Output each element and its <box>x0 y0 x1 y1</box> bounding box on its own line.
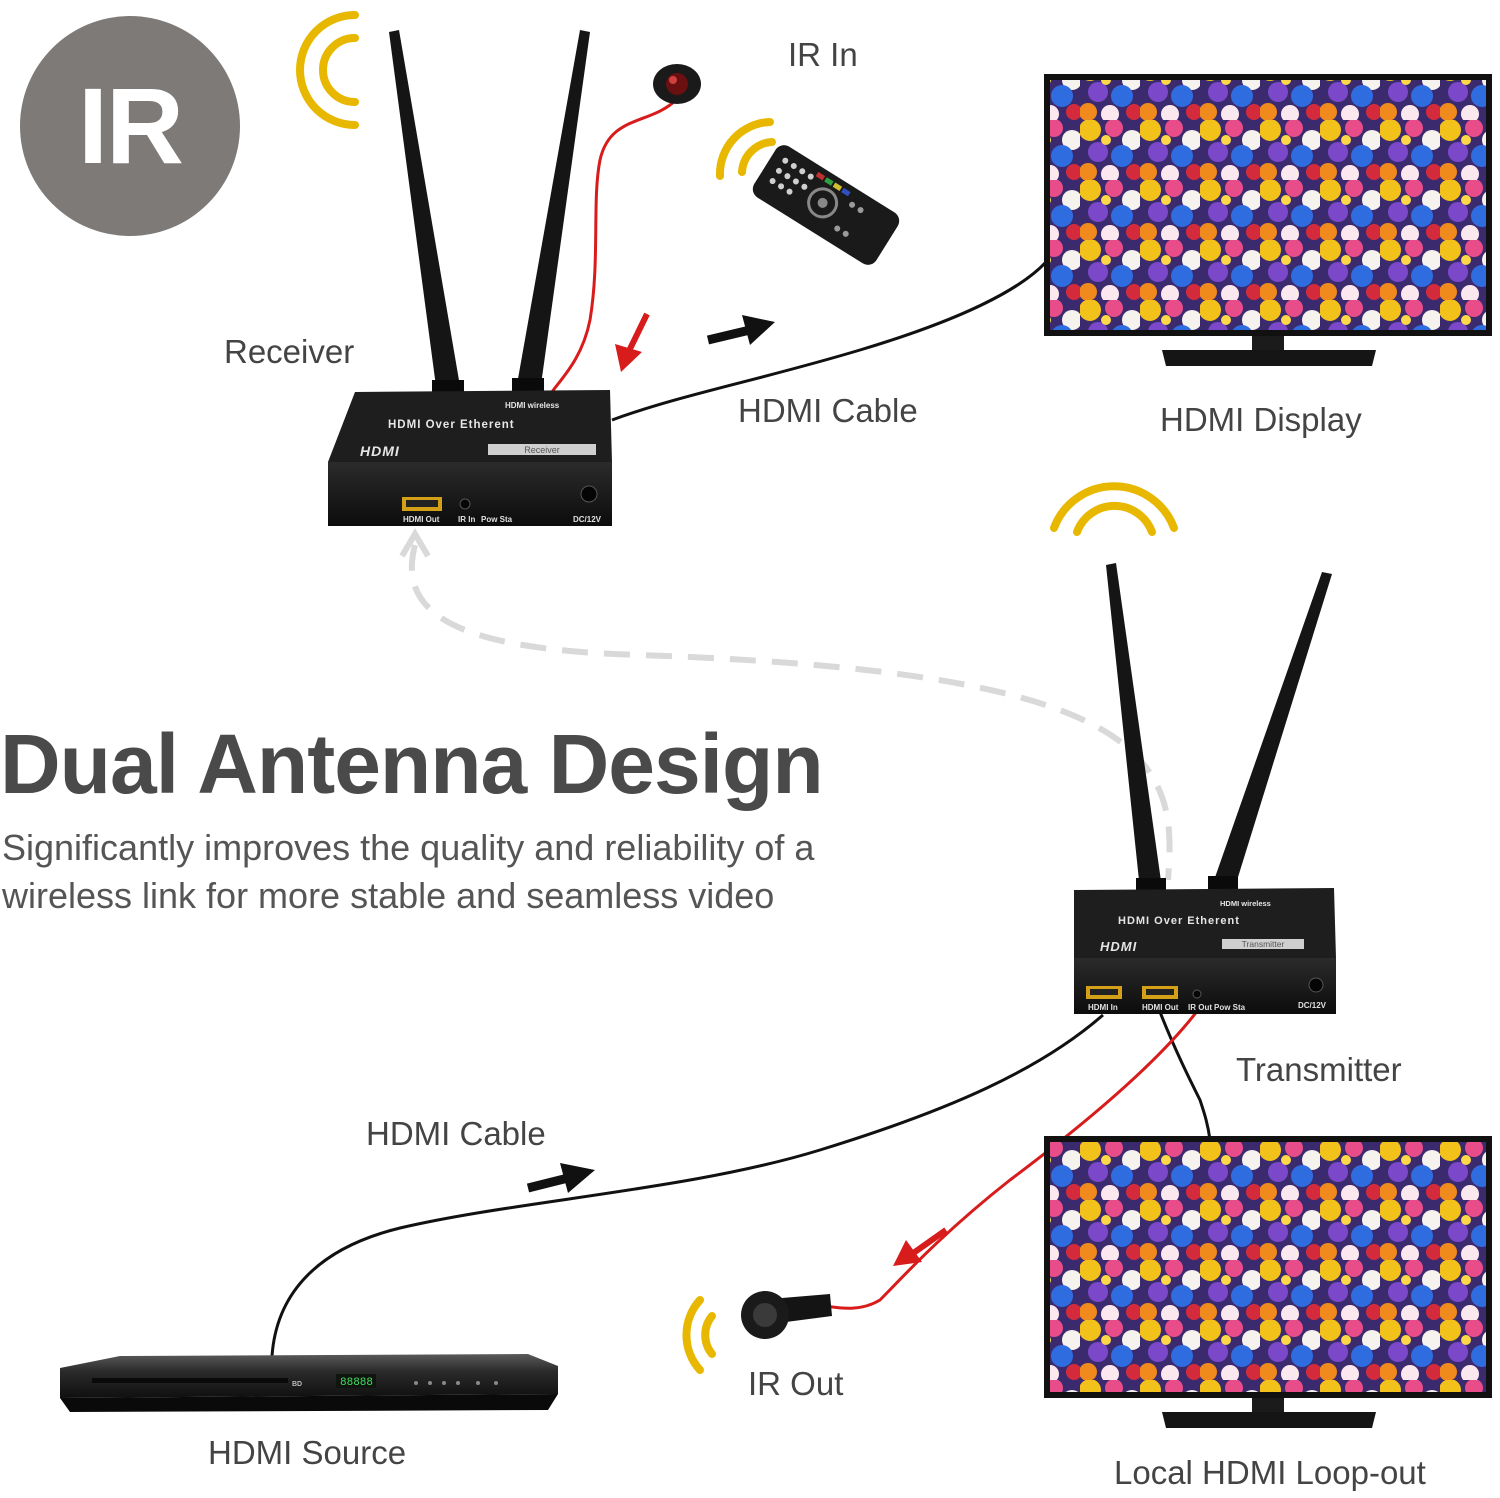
label-ir-out: IR Out <box>748 1365 844 1402</box>
arrow-icon <box>706 315 775 345</box>
svg-text:BD: BD <box>292 1381 302 1388</box>
receiver-port-pow-sta: Pow Sta <box>481 515 513 524</box>
label-hdmi-display: HDMI Display <box>1160 401 1362 438</box>
wireless-link-path <box>408 544 1173 881</box>
hdmi-logo: HDMI <box>1100 939 1137 954</box>
transmitter-box: HDMI wireless HDMI Over Etherent HDMI Tr… <box>1074 888 1336 1014</box>
transmitter-title: HDMI Over Etherent <box>1118 915 1240 927</box>
ir-cable-out <box>824 1009 1200 1310</box>
headline-subtitle: Significantly improves the quality and r… <box>2 827 815 916</box>
transmitter-port-pow-sta: Pow Sta <box>1214 1003 1246 1012</box>
ir-sensor-icon <box>550 64 701 393</box>
wifi-signal-icon <box>682 1296 716 1374</box>
receiver-badge: Receiver <box>524 445 560 455</box>
receiver-title: HDMI Over Etherent <box>388 419 515 431</box>
hdmi-display-tv <box>1044 74 1492 366</box>
local-loopout-tv <box>1044 1136 1492 1428</box>
receiver-wireless-label: HDMI wireless <box>505 401 560 410</box>
transmitter-port-hdmi-in: HDMI In <box>1088 1003 1118 1012</box>
wifi-signal-icon <box>715 118 776 180</box>
hdmi-cable-loopout <box>1158 1011 1212 1141</box>
transmitter-wireless-label: HDMI wireless <box>1220 899 1271 908</box>
transmitter-port-hdmi-out: HDMI Out <box>1142 1003 1179 1012</box>
label-transmitter: Transmitter <box>1236 1051 1402 1088</box>
label-hdmi-cable-bottom: HDMI Cable <box>366 1115 546 1152</box>
hdmi-cable-display <box>611 260 1048 422</box>
transmitter-antennas <box>1106 563 1332 891</box>
headline-title: Dual Antenna Design <box>0 717 824 811</box>
label-hdmi-cable-top: HDMI Cable <box>738 392 918 429</box>
receiver-antennas <box>389 30 590 394</box>
transmitter-badge: Transmitter <box>1242 939 1285 949</box>
wifi-signal-icon <box>296 11 359 129</box>
hdmi-source-player: BD 88888 <box>60 1354 558 1412</box>
receiver-box: HDMI wireless HDMI Over Etherent HDMI Re… <box>328 390 612 526</box>
arrow-icon <box>615 312 650 372</box>
arrow-icon <box>893 1227 948 1266</box>
transmitter-port-ir-out: IR Out <box>1188 1003 1212 1012</box>
label-receiver: Receiver <box>224 333 355 370</box>
ir-badge: IR <box>20 16 240 236</box>
transmitter-port-dc: DC/12V <box>1298 1001 1327 1010</box>
hdmi-cable-source <box>270 1013 1104 1357</box>
label-hdmi-source: HDMI Source <box>208 1434 407 1471</box>
wireless-link-arrowhead <box>399 528 431 558</box>
receiver-port-hdmi-out: HDMI Out <box>403 515 440 524</box>
label-ir-in: IR In <box>788 36 858 73</box>
player-display: 88888 <box>340 1377 373 1389</box>
receiver-port-dc: DC/12V <box>573 515 602 524</box>
arrow-icon <box>526 1163 595 1193</box>
remote-control-icon <box>752 145 900 265</box>
ir-emitter-icon <box>741 1291 832 1339</box>
wifi-signal-icon <box>1050 482 1178 536</box>
receiver-port-ir-in: IR In <box>458 515 475 524</box>
label-local-loopout: Local HDMI Loop-out <box>1114 1454 1426 1491</box>
ir-badge-label: IR <box>78 65 184 186</box>
hdmi-logo: HDMI <box>360 443 400 459</box>
